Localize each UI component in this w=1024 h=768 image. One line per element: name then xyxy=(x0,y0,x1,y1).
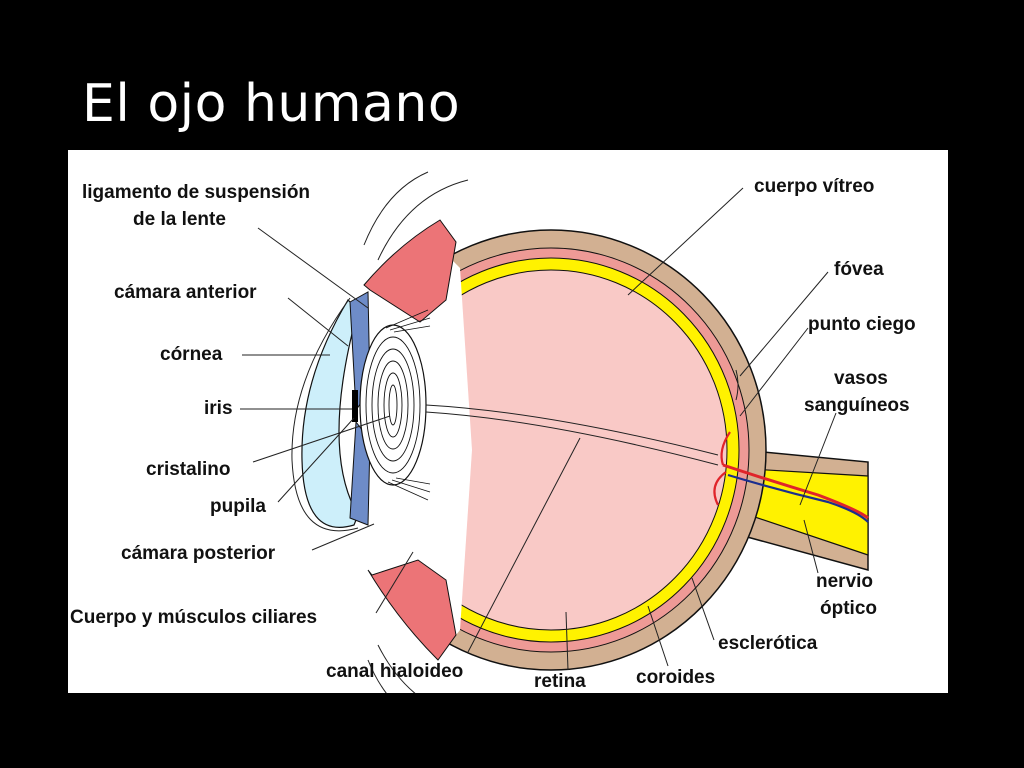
cornea xyxy=(301,299,359,528)
label-vasos-1: vasos xyxy=(834,368,888,389)
label-pupila: pupila xyxy=(210,496,266,517)
label-retina: retina xyxy=(534,671,586,692)
label-cuerpo-vitreo: cuerpo vítreo xyxy=(754,176,874,197)
label-iris: iris xyxy=(204,398,233,419)
label-nervio-2: óptico xyxy=(820,598,877,619)
label-ligamento-2: de la lente xyxy=(133,209,226,230)
eye-anatomy xyxy=(291,171,869,693)
label-ligamento-1: ligamento de suspensión xyxy=(82,182,310,203)
label-punto-ciego: punto ciego xyxy=(808,314,916,335)
ciliary-body-lower xyxy=(367,559,457,661)
label-camara-posterior: cámara posterior xyxy=(121,543,276,564)
label-camara-anterior: cámara anterior xyxy=(114,282,257,303)
label-cuerpo-ciliar: Cuerpo y músculos ciliares xyxy=(70,607,317,628)
label-canal-hialoideo: canal hialoideo xyxy=(326,661,463,682)
blood-vessel-blue xyxy=(727,473,869,523)
label-esclerotica: esclerótica xyxy=(718,633,818,654)
blood-vessel-red xyxy=(722,463,869,520)
labels: ligamento de suspensión de la lente cáma… xyxy=(70,176,916,692)
label-cornea: córnea xyxy=(160,344,223,365)
label-fovea: fóvea xyxy=(834,259,884,280)
ciliary-body-upper xyxy=(363,219,457,323)
leader-lines xyxy=(240,187,837,671)
lens xyxy=(359,324,427,486)
hyaloid-canal xyxy=(425,404,719,456)
label-coroides: coroides xyxy=(636,667,715,688)
label-vasos-2: sanguíneos xyxy=(804,395,910,416)
eye-diagram: ligamento de suspensión de la lente cáma… xyxy=(68,150,948,693)
suspensory-ligaments xyxy=(385,309,431,501)
fovea-mark xyxy=(735,369,739,401)
label-cristalino: cristalino xyxy=(146,459,230,480)
pupil xyxy=(352,390,358,422)
label-nervio-1: nervio xyxy=(816,571,873,592)
slide-title: El ojo humano xyxy=(82,74,461,134)
